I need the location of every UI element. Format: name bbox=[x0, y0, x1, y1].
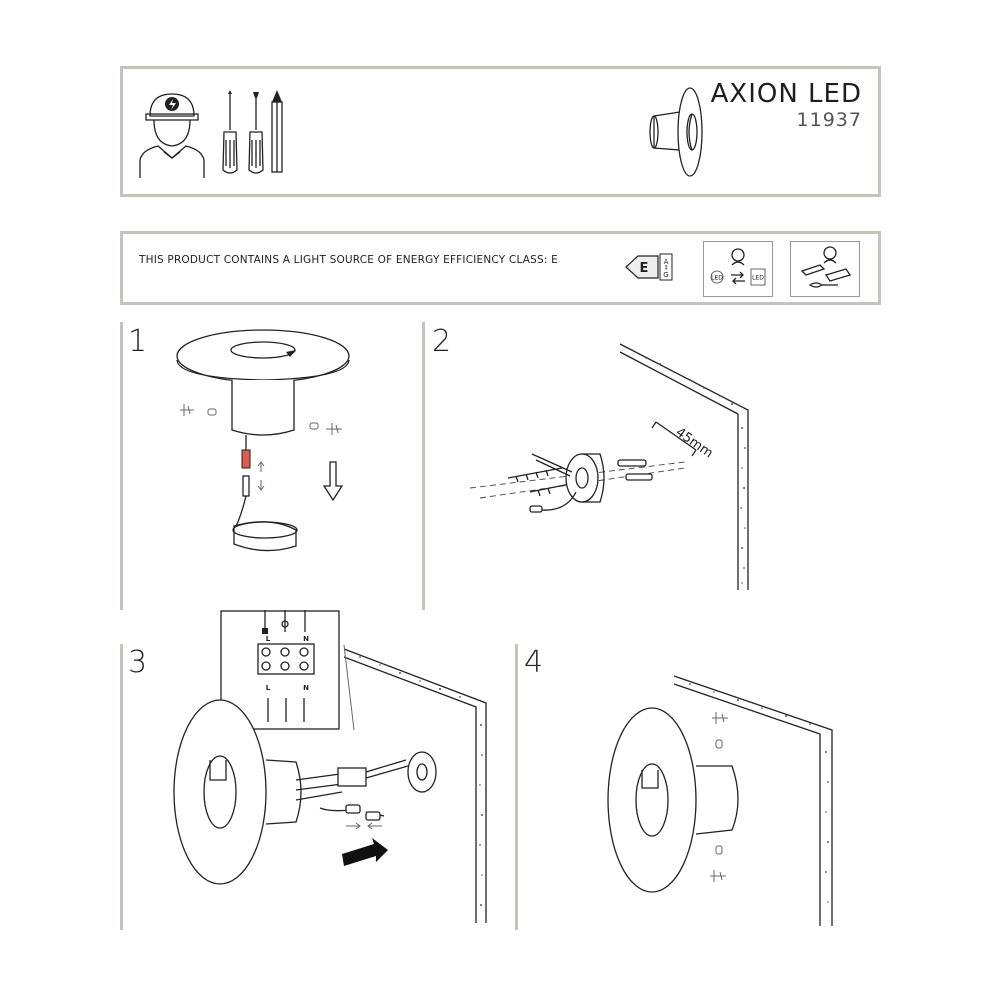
energy-label-panel: THIS PRODUCT CONTAINS A LIGHT SOURCE OF … bbox=[120, 231, 881, 305]
step-divider bbox=[120, 644, 123, 930]
step-number-2: 2 bbox=[432, 324, 452, 359]
step4-assembled-lamp bbox=[607, 707, 739, 893]
step3-wall bbox=[343, 644, 487, 923]
installer-icon bbox=[139, 93, 205, 178]
energy-statement: THIS PRODUCT CONTAINS A LIGHT SOURCE OF … bbox=[139, 254, 558, 266]
step-number-3: 3 bbox=[128, 645, 148, 680]
step2-wall bbox=[619, 343, 749, 590]
product-title: AXION LED bbox=[710, 79, 862, 109]
step-divider bbox=[120, 322, 123, 610]
terminal-top-n: N bbox=[303, 635, 309, 643]
step-divider bbox=[515, 644, 518, 930]
step-number-1: 1 bbox=[128, 324, 148, 359]
energy-scale-top: A bbox=[664, 258, 669, 266]
led-label-right: LED bbox=[752, 275, 764, 282]
step1-illustration bbox=[176, 329, 350, 552]
svg-text:↕: ↕ bbox=[663, 265, 668, 272]
energy-class-badge: E A ↕ G bbox=[625, 253, 673, 281]
product-thumbnail-icon bbox=[649, 87, 703, 177]
replaceable-module-icon bbox=[790, 241, 860, 297]
step4-wall bbox=[673, 675, 833, 926]
terminal-top-l: L bbox=[266, 635, 271, 643]
pencil-icon bbox=[271, 90, 283, 173]
header-panel: AXION LED 11937 bbox=[120, 66, 881, 197]
product-code: 11937 bbox=[796, 109, 862, 131]
terminal-bottom-n: N bbox=[303, 684, 309, 692]
flat-screwdriver-icon bbox=[248, 92, 264, 174]
energy-scale-bottom: G bbox=[663, 271, 668, 279]
step3-assembly bbox=[173, 699, 437, 885]
measurement-label: 45mm bbox=[673, 425, 716, 461]
step-number-4: 4 bbox=[524, 645, 544, 680]
step-divider bbox=[422, 322, 425, 610]
energy-class-letter: E bbox=[640, 261, 649, 276]
terminal-bottom-l: L bbox=[266, 684, 271, 692]
replaceable-led-icon: LED LED bbox=[703, 241, 773, 297]
led-label-left: LED bbox=[711, 275, 723, 282]
phillips-screwdriver-icon bbox=[222, 90, 238, 174]
step2-mounting: 45mm bbox=[469, 421, 716, 513]
